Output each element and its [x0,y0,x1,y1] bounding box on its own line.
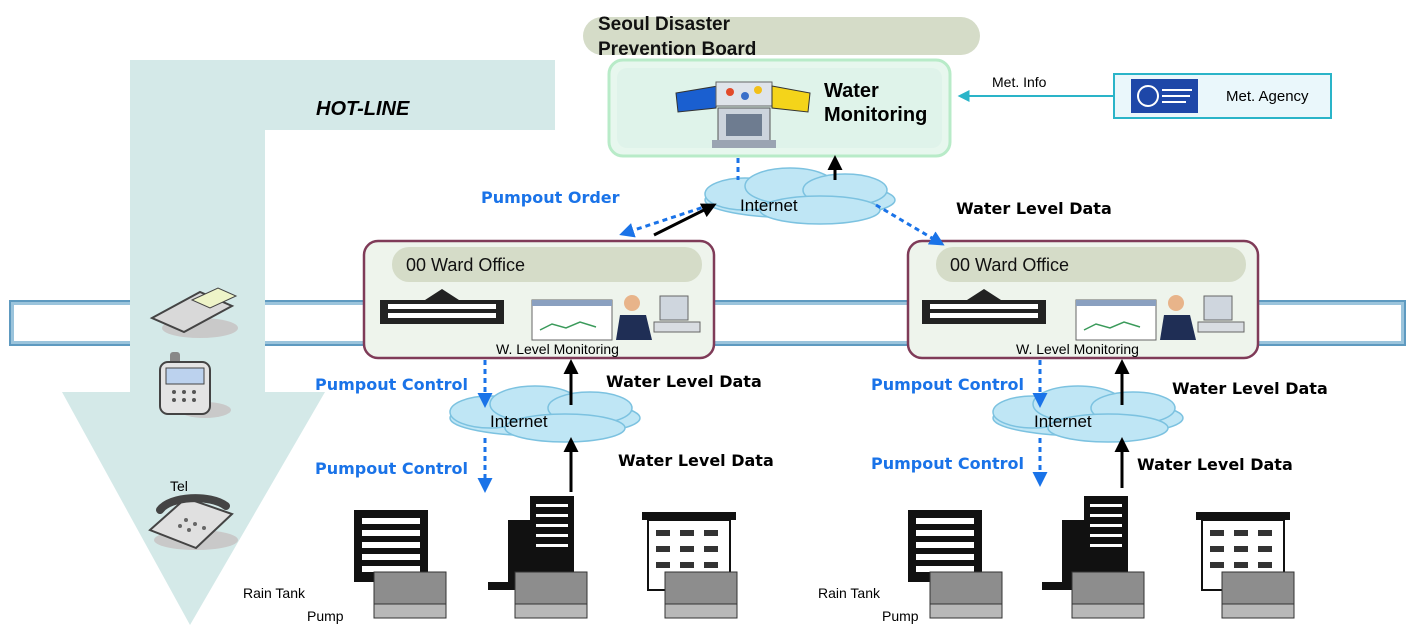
monitoring-console-icon [675,81,811,148]
met-agency-box [1113,73,1332,119]
rain-tank-icon [1221,571,1295,619]
hotline-label: HOT-LINE [316,98,410,120]
central-title-line1: Water [824,80,879,102]
building-icon [1196,512,1290,591]
data-upload-arrow [653,203,717,237]
pumpout-order-label: Pumpout Order [481,188,620,207]
rain-tank-label-right: Rain Tank [818,585,881,601]
central-title-line2: Monitoring [824,104,928,126]
internet-label-top: Internet [740,196,798,215]
ward-building-icon [922,289,1046,324]
pumpout-control-label: Pumpout Control [871,375,1024,394]
monitoring-screen-icon [531,299,613,341]
water-level-data-label: Water Level Data [1172,379,1328,398]
water-level-data-label: Water Level Data [618,451,774,470]
pumpout-order-arrow [619,203,711,238]
board-title: Seoul Disaster Prevention Board [598,14,757,60]
pump-label-left: Pump [307,608,344,624]
operator-icon [1160,295,1245,340]
internet-label-left: Internet [490,412,548,431]
met-agency-label: Met. Agency [1226,88,1309,105]
water-level-data-arrow [875,203,945,246]
pumpout-control-label: Pumpout Control [871,454,1024,473]
monitoring-screen-icon [1075,299,1157,341]
building-icon [908,510,982,582]
building-icon [354,510,428,582]
pump-label-right: Pump [882,608,919,624]
pumpout-control-label: Pumpout Control [315,459,468,478]
internet-cloud-top [704,167,896,225]
telephone-icon [148,494,238,550]
ward-office-title-left: 00 Ward Office [406,255,526,275]
rain-tank-label-left: Rain Tank [243,585,306,601]
water-level-data-label-top: Water Level Data [956,199,1112,218]
pumpout-control-label: Pumpout Control [315,375,468,394]
ward-building-icon [380,289,504,324]
met-info-label: Met. Info [992,74,1047,90]
tel-label: Tel [170,478,188,494]
w-level-monitoring-right: W. Level Monitoring [1016,341,1139,357]
cell-phone-icon [159,352,231,418]
mobile-phone-icon [149,287,238,338]
rain-tank-icon [1071,571,1145,619]
hotline-arrow [62,60,555,625]
rain-tank-icon [373,571,447,619]
internet-label-right: Internet [1034,412,1092,431]
water-level-data-label: Water Level Data [1137,455,1293,474]
water-level-data-label: Water Level Data [606,372,762,391]
ward-office-title-right: 00 Ward Office [950,255,1070,275]
w-level-monitoring-left: W. Level Monitoring [496,341,619,357]
board-title-pill [583,17,980,55]
rain-tank-icon [664,571,738,619]
rain-tank-icon [514,571,588,619]
rain-tank-icon [929,571,1003,619]
operator-icon [616,295,701,340]
